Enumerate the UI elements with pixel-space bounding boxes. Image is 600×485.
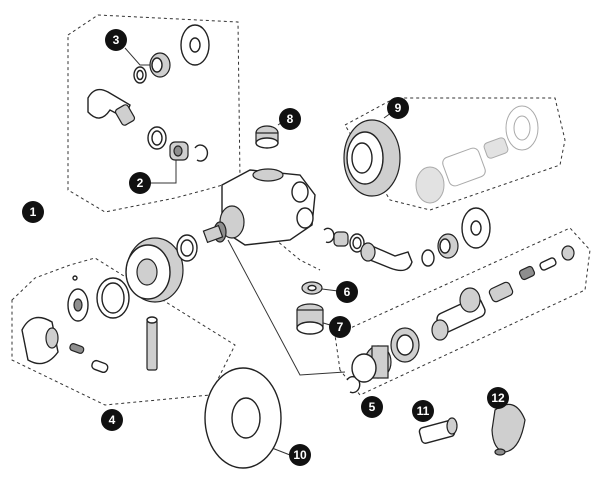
bushing-5	[390, 327, 420, 363]
pin-4	[91, 359, 109, 374]
stem-5	[539, 245, 575, 271]
callout-7: 7	[329, 316, 351, 338]
union-7	[296, 303, 324, 335]
callout-5: 5	[361, 396, 383, 418]
svg-text:9: 9	[395, 101, 402, 115]
o-ring-4	[96, 277, 130, 319]
threaded-sleeve-5	[351, 345, 392, 383]
callout-6: 6	[336, 281, 358, 303]
svg-text:7: 7	[337, 320, 344, 334]
valve-body	[202, 168, 316, 246]
group-9-outline	[344, 97, 566, 211]
grub-screw-4	[69, 343, 85, 354]
spindle-5	[431, 287, 486, 341]
callout-4: 4	[101, 409, 123, 431]
cover-plate-10	[204, 367, 282, 469]
cap-8	[255, 125, 279, 149]
flange-right	[461, 207, 491, 249]
circlip-body-right	[323, 227, 335, 244]
flange-top	[180, 24, 210, 66]
callout-9: 9	[387, 97, 409, 119]
spring-5	[518, 265, 536, 281]
elbow-connector	[87, 88, 136, 126]
svg-text:4: 4	[109, 413, 116, 427]
callout-2: 2	[129, 172, 151, 194]
callout-1: 1	[22, 201, 44, 223]
spindle-extension-4	[146, 316, 158, 371]
callout-12: 12	[487, 387, 509, 409]
knob-cap-12	[491, 403, 526, 456]
svg-text:5: 5	[369, 400, 376, 414]
callout-8: 8	[279, 108, 301, 130]
svg-text:1: 1	[30, 205, 37, 219]
check-valve-right	[333, 231, 349, 247]
callout-3: 3	[105, 29, 127, 51]
ring-9	[343, 119, 401, 197]
check-valve-2	[169, 141, 189, 161]
svg-text:2: 2	[137, 176, 144, 190]
seal-ring-right	[349, 233, 365, 253]
seal-ring-4	[176, 234, 198, 262]
svg-text:3: 3	[113, 33, 120, 47]
seal-ring-right-2	[421, 249, 435, 267]
nipple-11	[418, 417, 458, 444]
nut-6	[301, 281, 323, 295]
leader-10	[271, 447, 291, 456]
ghost-cartridge	[415, 105, 539, 204]
nut-3	[149, 52, 171, 78]
leader-2	[150, 160, 177, 184]
group-4-outline	[11, 257, 236, 406]
elbow-connector-right	[360, 242, 413, 272]
callout-10: 10	[289, 444, 311, 466]
svg-text:10: 10	[293, 448, 307, 462]
leader-body-to-group1	[269, 234, 321, 271]
svg-text:8: 8	[287, 112, 294, 126]
hub-4	[67, 275, 89, 322]
gear-5	[488, 281, 514, 303]
circlip-2	[194, 144, 209, 162]
circlip-5	[346, 375, 361, 394]
callout-11: 11	[412, 400, 434, 422]
svg-text:12: 12	[491, 391, 505, 405]
leader-6	[321, 288, 339, 292]
leader-body-to-5	[227, 239, 346, 376]
lever-handle-4	[21, 316, 59, 365]
handle-collar-4	[125, 237, 184, 303]
nut-right	[437, 233, 459, 259]
svg-text:6: 6	[344, 285, 351, 299]
washer-3	[133, 66, 147, 84]
seal-ring-1	[147, 126, 167, 150]
svg-text:11: 11	[417, 404, 430, 418]
